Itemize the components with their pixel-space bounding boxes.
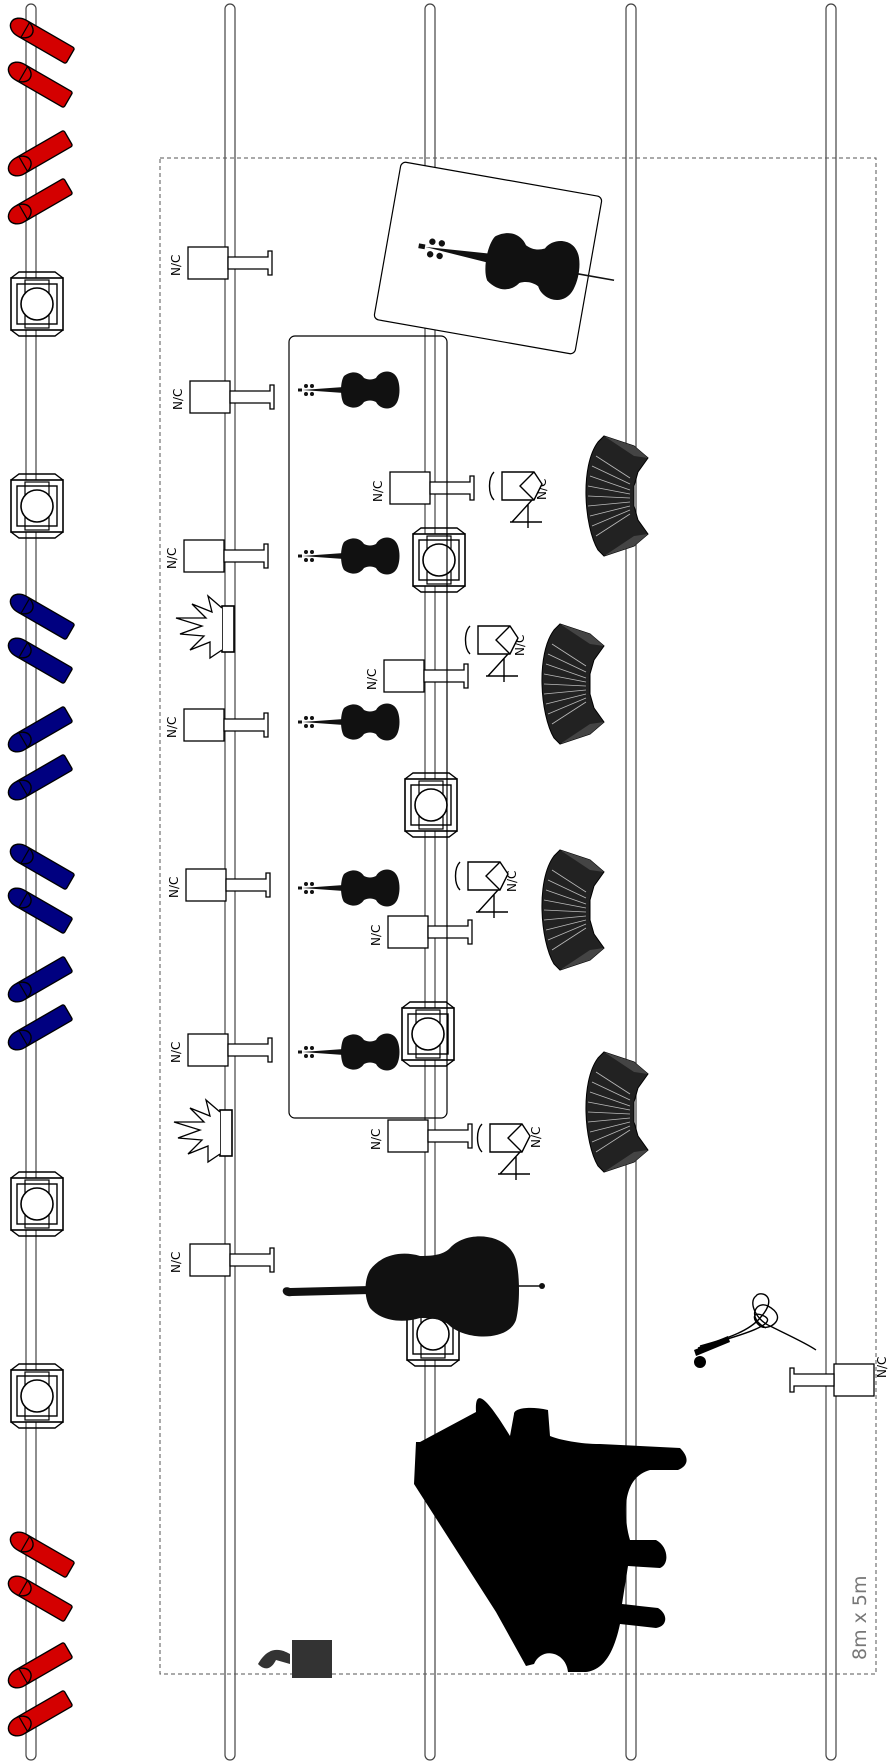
spotlight-icon <box>10 1363 64 1429</box>
blue-light-icon <box>4 1003 74 1055</box>
spotlight-icon <box>10 1171 64 1237</box>
microphone-stand-icon <box>189 380 275 414</box>
accordions <box>541 435 649 1173</box>
stage-area <box>159 157 877 1675</box>
microphone-stand-icon <box>389 471 475 505</box>
truss-pipe-1 <box>25 3 37 1761</box>
violin-icon <box>296 868 401 908</box>
blue-light-icon <box>4 883 74 935</box>
grand-piano-icon <box>414 1398 687 1672</box>
microphone-stand-icon <box>183 708 269 742</box>
music-stand-icon <box>464 625 519 683</box>
nc-label: N/C <box>165 717 179 738</box>
violin-icon <box>296 702 401 742</box>
red-light-icon <box>6 13 76 65</box>
nc-label: N/C <box>169 255 183 276</box>
red-lights-bottom <box>4 1527 76 1741</box>
monitor-icon <box>258 1649 290 1669</box>
nc-label: N/C <box>371 481 385 502</box>
spotlight-icon <box>404 772 458 838</box>
nc-label: N/C <box>169 1042 183 1063</box>
violins <box>296 370 401 1072</box>
nc-label: N/C <box>875 1357 889 1378</box>
nc-label: N/C <box>165 548 179 569</box>
spotlight-icon <box>412 527 466 593</box>
red-light-icon <box>4 1641 74 1693</box>
truss-pipe-3 <box>424 3 436 1761</box>
nc-label: N/C <box>167 877 181 898</box>
microphone-stand-icon <box>183 539 269 573</box>
nc-label: N/C <box>365 669 379 690</box>
blue-lights <box>4 589 76 1055</box>
microphone-stand-icon <box>387 1119 473 1153</box>
blue-light-icon <box>6 839 76 891</box>
accordion-icon <box>541 849 605 971</box>
microphone-stand-icon <box>189 1243 275 1277</box>
handheld-microphone-icon <box>694 1293 817 1368</box>
spotlight-icon <box>401 1001 455 1067</box>
effect-icon <box>173 1099 233 1163</box>
spotlight-icon <box>10 473 64 539</box>
truss-pipe-4 <box>625 3 637 1761</box>
double-bass-icon <box>282 1236 545 1337</box>
truss-pipe-5 <box>825 3 837 1761</box>
violin-icon <box>296 536 401 576</box>
microphone-stand-icon <box>187 1033 273 1067</box>
cello-icon <box>414 217 615 310</box>
red-light-icon <box>4 1571 74 1623</box>
music-stands <box>454 471 543 1181</box>
red-light-icon <box>4 129 74 181</box>
music-stand-icon <box>476 1123 531 1181</box>
nc-label: N/C <box>169 1252 183 1273</box>
cello-area <box>373 161 615 355</box>
red-light-icon <box>4 1689 74 1741</box>
red-lights-top <box>4 13 76 229</box>
accordion-icon <box>585 435 649 557</box>
blue-light-icon <box>4 955 74 1007</box>
nc-labels: N/C N/C N/C N/C N/C N/C N/C N/C N/C N/C … <box>165 255 889 1378</box>
accordion-icon <box>541 623 605 745</box>
nc-label: N/C <box>171 389 185 410</box>
microphone-stand-icon <box>185 868 271 902</box>
mic-stands <box>183 246 875 1397</box>
music-stand-icon <box>488 471 543 529</box>
music-stand-icon <box>454 861 509 919</box>
violin-section <box>288 335 448 1119</box>
microphone-stand-icon <box>789 1363 875 1397</box>
nc-label: N/C <box>529 1127 543 1148</box>
monitor-box <box>292 1640 332 1678</box>
effect-icon <box>175 595 235 659</box>
nc-label: N/C <box>505 871 519 892</box>
spotlight-icon <box>10 271 64 337</box>
microphone-stand-icon <box>387 915 473 949</box>
blue-light-icon <box>4 633 74 685</box>
accordion-icon <box>585 1051 649 1173</box>
red-light-icon <box>4 177 74 229</box>
nc-label: N/C <box>369 1129 383 1150</box>
red-light-icon <box>4 57 74 109</box>
blue-light-icon <box>4 753 74 805</box>
violin-icon <box>296 370 401 410</box>
violin-icon <box>296 1032 401 1072</box>
red-light-icon <box>6 1527 76 1579</box>
truss-pipes <box>25 3 837 1761</box>
stage-dimensions-label: 8m x 5m <box>849 1575 871 1660</box>
blue-light-icon <box>4 705 74 757</box>
blue-light-icon <box>6 589 76 641</box>
microphone-stand-icon <box>187 246 273 280</box>
nc-label: N/C <box>369 925 383 946</box>
microphone-stand-icon <box>383 659 469 693</box>
stage-monitor <box>258 1640 332 1678</box>
